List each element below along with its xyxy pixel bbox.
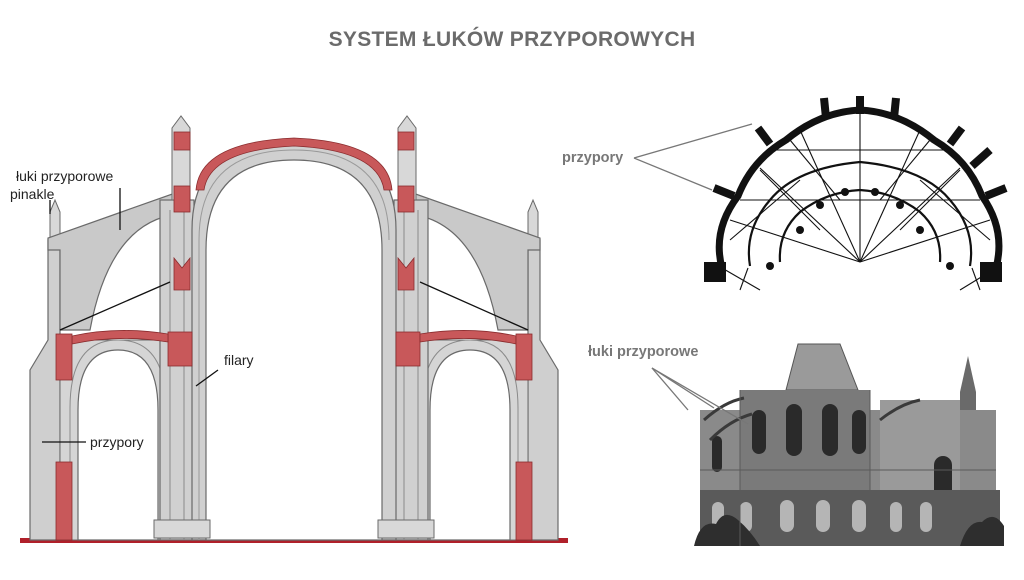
left-nave-pier [159, 199, 195, 541]
cathedral-cross-section [20, 115, 568, 543]
right-nave-pier [393, 199, 429, 541]
label-pinnacles: pinakle [10, 186, 55, 202]
plan-buttresses [712, 96, 1008, 200]
nave-vault-top-red [195, 137, 393, 191]
apse-ground-plan [704, 96, 1008, 291]
plan-leader-lines [633, 123, 753, 191]
label-piers: filary [224, 352, 254, 368]
apse-photo [694, 340, 1004, 546]
label-buttresses-section: przypory [90, 434, 144, 450]
plan-rib-lines [721, 110, 997, 291]
left-aisle-arch [77, 349, 159, 541]
left-upper-flying-buttress [47, 191, 179, 331]
nave-opening [205, 159, 383, 541]
right-buttress-base-red [515, 461, 533, 541]
label-flying-buttresses-section: łuki przyporowe [16, 168, 114, 184]
right-upper-flying-buttress [409, 191, 541, 331]
red-highlights [55, 131, 533, 541]
left-outer-buttress [29, 239, 61, 541]
right-lower-flying-arch-red [419, 330, 517, 345]
label-buttresses-plan: przypory [562, 150, 624, 166]
photo-leader-lines [651, 367, 749, 425]
page-title: SYSTEM ŁUKÓW PRZYPOROWYCH [328, 28, 696, 51]
label-flying-buttresses-photo: łuki przyporowe [588, 344, 699, 360]
right-aisle-arch [429, 349, 511, 541]
left-lower-flying-arch-red [71, 330, 169, 345]
section-leader-lines [42, 188, 529, 443]
left-buttress-base-red [55, 461, 73, 541]
right-outer-buttress [527, 239, 559, 541]
